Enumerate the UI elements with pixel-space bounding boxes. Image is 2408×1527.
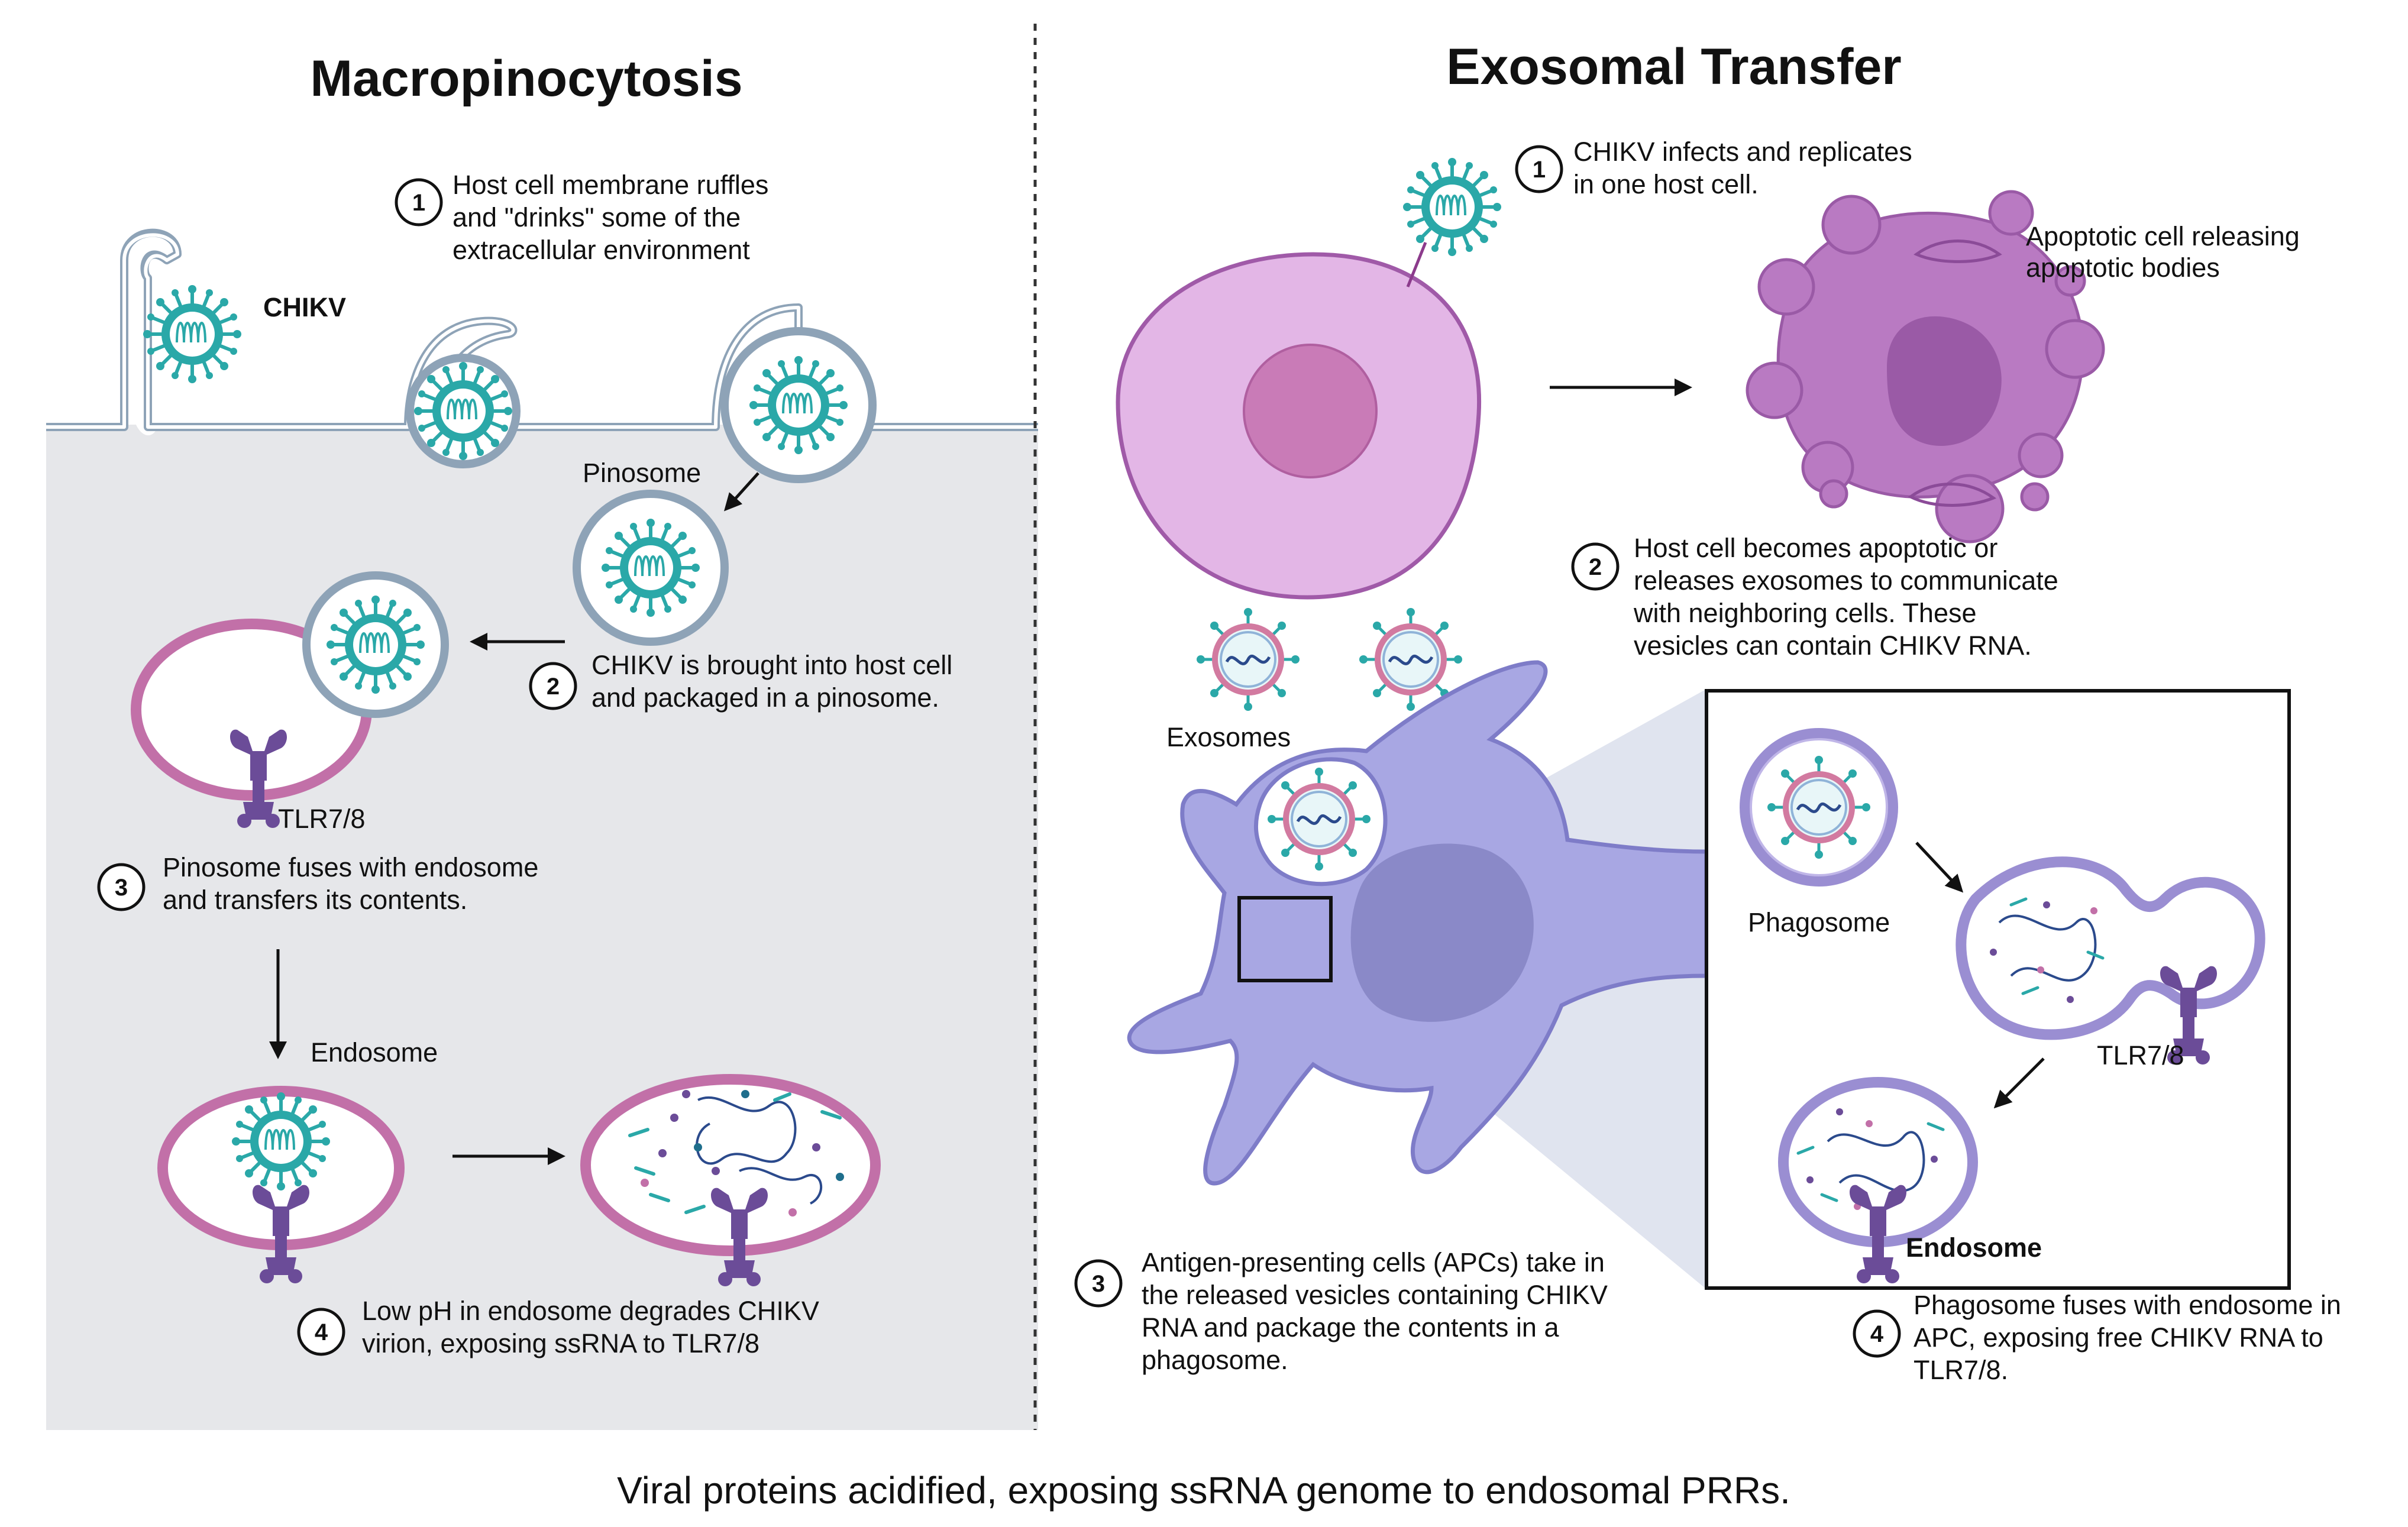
zoom-region-box: [1237, 896, 1333, 982]
svg-text:extracellular environment: extracellular environment: [452, 235, 750, 265]
exosome-icon: [1268, 768, 1371, 871]
svg-text:1: 1: [412, 190, 425, 216]
svg-text:Host cell membrane ruffles: Host cell membrane ruffles: [452, 170, 768, 200]
svg-text:1: 1: [1533, 157, 1546, 183]
exo-step-3: 3 Antigen-presenting cells (APCs) take i…: [1074, 1247, 1608, 1375]
svg-text:Host cell becomes apoptotic or: Host cell becomes apoptotic or: [1634, 533, 1997, 563]
svg-text:Antigen-presenting cells (APCs: Antigen-presenting cells (APCs) take in: [1142, 1247, 1605, 1277]
chikv-virion-icon: [232, 1092, 330, 1190]
tlr-label: TLR7/8: [278, 804, 366, 834]
svg-text:releases exosomes to communica: releases exosomes to communicate: [1634, 565, 2058, 596]
exo-step-4: 4 Phagosome fuses with endosome in APC, …: [1853, 1290, 2341, 1385]
exosomal-transfer-panel: Exosomal Transfer 1 CHIKV infects and re…: [1074, 38, 2341, 1385]
svg-text:4: 4: [1870, 1321, 1884, 1347]
chikv-virion-icon: [1403, 158, 1501, 256]
svg-text:Pinosome fuses with endosome: Pinosome fuses with endosome: [163, 852, 538, 882]
svg-text:the released vesicles containi: the released vesicles containing CHIKV: [1142, 1280, 1608, 1310]
degraded-virion-contents: [628, 1090, 844, 1217]
exosome-icon: [1197, 608, 1300, 711]
svg-text:CHIKV is brought into host cel: CHIKV is brought into host cell: [592, 650, 952, 680]
svg-text:vesicles can contain CHIKV RNA: vesicles can contain CHIKV RNA.: [1634, 630, 2032, 661]
macro-step-1: 1 Host cell membrane ruffles and "drinks…: [395, 170, 768, 265]
endosome-label: Endosome: [311, 1037, 438, 1067]
phagosome-label: Phagosome: [1748, 907, 1890, 937]
endosome-degraded: [580, 1074, 881, 1256]
svg-text:2: 2: [1589, 554, 1602, 580]
svg-text:APC, exposing free CHIKV RNA t: APC, exposing free CHIKV RNA to: [1914, 1322, 2323, 1353]
svg-text:and "drinks" some of the: and "drinks" some of the: [452, 202, 741, 232]
released-rna-contents: [1990, 897, 2105, 1003]
svg-text:3: 3: [115, 875, 128, 901]
endosome-label: Endosome: [1906, 1232, 2042, 1263]
svg-text:CHIKV infects and replicates: CHIKV infects and replicates: [1573, 137, 1912, 167]
arrow: [723, 472, 759, 512]
pinosome-label: Pinosome: [583, 458, 701, 488]
mitochondrion-icon: [1914, 240, 2002, 263]
chikv-virion-icon: [749, 356, 848, 454]
chikv-label: CHIKV: [263, 292, 346, 322]
svg-text:Phagosome fuses with endosome: Phagosome fuses with endosome in: [1914, 1290, 2341, 1320]
svg-text:TLR7/8.: TLR7/8.: [1914, 1355, 2008, 1385]
chikv-virion-icon: [602, 519, 700, 617]
apoptotic-nucleus: [1887, 316, 2002, 446]
svg-text:4: 4: [315, 1319, 328, 1345]
exosomes-label: Exosomes: [1166, 722, 1291, 752]
svg-text:phagosome.: phagosome.: [1142, 1345, 1288, 1375]
svg-text:with neighboring cells. These: with neighboring cells. These: [1633, 598, 1977, 628]
svg-text:3: 3: [1092, 1271, 1105, 1297]
macropinocytosis-title: Macropinocytosis: [310, 50, 742, 107]
macro-step-2: 2 CHIKV is brought into host cell and pa…: [529, 650, 952, 713]
svg-text:RNA and package the contents i: RNA and package the contents in a: [1142, 1312, 1559, 1342]
tlr-label: TLR7/8: [2097, 1040, 2184, 1070]
endosome-rna-contents: [1796, 1108, 1945, 1210]
chikv-virion-icon: [143, 285, 241, 383]
exo-step-1: 1 CHIKV infects and replicates in one ho…: [1515, 137, 1912, 199]
svg-text:Low pH in endosome degrades CH: Low pH in endosome degrades CHIKV: [362, 1296, 819, 1326]
svg-text:in one host cell.: in one host cell.: [1573, 169, 1759, 199]
svg-text:and transfers its contents.: and transfers its contents.: [163, 885, 467, 915]
cytoplasm-area: [46, 425, 1038, 1430]
svg-text:2: 2: [547, 674, 560, 700]
apoptotic-label-line1: Apoptotic cell releasing: [2026, 221, 2300, 251]
exosome-icon: [1767, 756, 1870, 859]
svg-text:and packaged in a pinosome.: and packaged in a pinosome.: [592, 682, 939, 713]
figure-caption: Viral proteins acidified, exposing ssRNA…: [617, 1469, 1790, 1512]
virus-receptor: [1406, 242, 1427, 287]
apoptotic-label-line2: apoptotic bodies: [2026, 253, 2220, 283]
apc-nucleus: [1350, 843, 1534, 1022]
arrow: [1993, 1057, 2045, 1109]
macropinocytosis-panel: CHIKV 1 Host cell membrane ruffles and "…: [46, 50, 1038, 1430]
mitochondrion-icon: [1908, 483, 1997, 507]
macro-step-3: 3 Pinosome fuses with endosome and trans…: [97, 852, 538, 915]
exosomal-transfer-title: Exosomal Transfer: [1446, 38, 1902, 95]
host-cell-nucleus: [1243, 344, 1378, 478]
chikv-virion-icon: [327, 596, 425, 694]
macro-step-4: 4 Low pH in endosome degrades CHIKV viri…: [297, 1296, 819, 1358]
arrow: [1915, 842, 1964, 893]
exo-step-2: 2 Host cell becomes apoptotic or release…: [1571, 533, 2058, 661]
chikv-virion-icon: [414, 362, 512, 460]
svg-text:virion, exposing ssRNA to TLR7: virion, exposing ssRNA to TLR7/8: [362, 1328, 759, 1358]
